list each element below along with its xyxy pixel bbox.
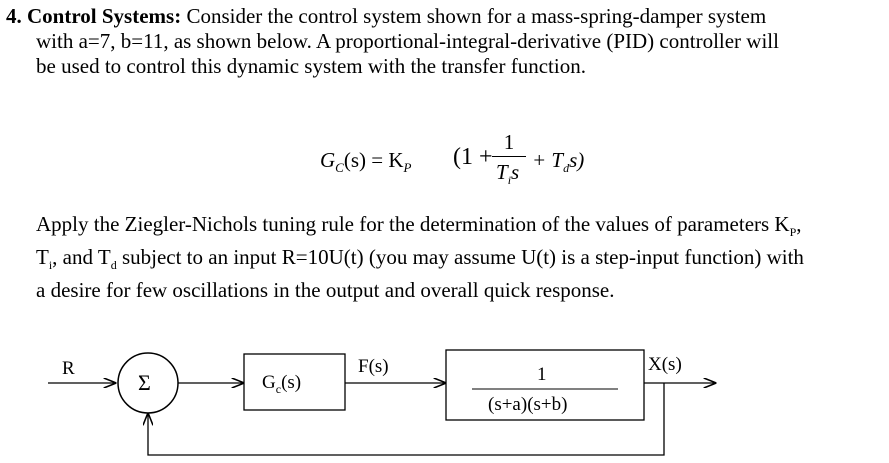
formula-denominator: Tis — [496, 160, 520, 188]
instructions-line3: a desire for few oscillations in the out… — [36, 278, 615, 303]
problem-number: 4. — [6, 4, 22, 28]
problem-line2: with a=7, b=11, as shown below. A propor… — [36, 29, 779, 53]
signal-label: F(s) — [358, 356, 389, 377]
plant-block — [445, 349, 645, 421]
instructions: Apply the Ziegler-Nichols tuning rule fo… — [36, 212, 886, 303]
instructions-line2: Ti, and Td subject to an input R=10U(t) … — [36, 245, 804, 273]
formula-open: (1 + — [453, 144, 493, 170]
problem-line1: Consider the control system shown for a … — [181, 4, 767, 28]
fraction-bar — [492, 156, 526, 157]
formula-lhs: GC(s) = KP — [320, 148, 412, 176]
sum-symbol: Σ — [138, 370, 151, 395]
output-label: X(s) — [648, 354, 682, 375]
plant-numerator: 1 — [537, 364, 547, 385]
formula-numerator: 1 — [503, 130, 515, 154]
controller-label: Gc(s) — [262, 372, 302, 396]
input-label: R — [62, 358, 75, 379]
plant-denominator: (s+a)(s+b) — [488, 394, 568, 415]
problem-line3: be used to control this dynamic system w… — [36, 54, 586, 78]
problem-statement: 4. Control Systems: Consider the control… — [6, 4, 886, 79]
controller-block — [243, 353, 346, 411]
instructions-line1: Apply the Ziegler-Nichols tuning rule fo… — [36, 212, 802, 240]
problem-title: Control Systems: — [27, 4, 182, 28]
formula-derivative-term: + Tds) — [532, 148, 585, 176]
feedback-path — [148, 383, 665, 456]
